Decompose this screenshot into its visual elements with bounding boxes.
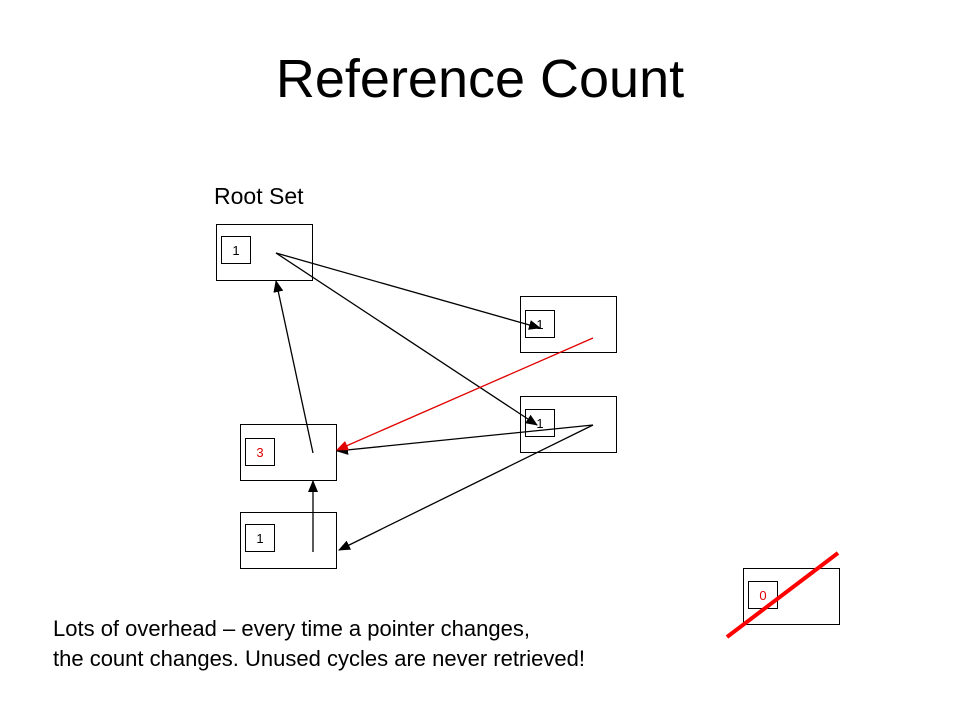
pointer-right-lower-to-bottom xyxy=(338,424,594,551)
caption-line-1: Lots of overhead – every time a pointer … xyxy=(53,616,530,641)
root-set-label: Root Set xyxy=(214,183,304,209)
pointer-middle-to-root xyxy=(273,280,314,454)
pointer-root-to-right-upper xyxy=(275,252,541,330)
garbage-object: 0 xyxy=(743,568,840,625)
pointer-right-upper-to-middle-changed xyxy=(336,337,594,451)
pointer-root-to-right-lower xyxy=(275,252,538,426)
bottom-object: 1 xyxy=(240,512,337,569)
ref-count-middle: 3 xyxy=(245,438,275,466)
right-upper-object: 1 xyxy=(520,296,617,353)
caption-line-2: the count changes. Unused cycles are nev… xyxy=(53,646,585,671)
root-object: 1 xyxy=(216,224,313,281)
middle-object: 3 xyxy=(240,424,337,481)
pointer-right-lower-to-middle xyxy=(336,424,594,455)
garbage-strike-mark xyxy=(725,551,840,639)
ref-count-root: 1 xyxy=(221,236,251,264)
ref-count-bottom: 1 xyxy=(245,524,275,552)
slide-title: Reference Count xyxy=(275,49,685,109)
